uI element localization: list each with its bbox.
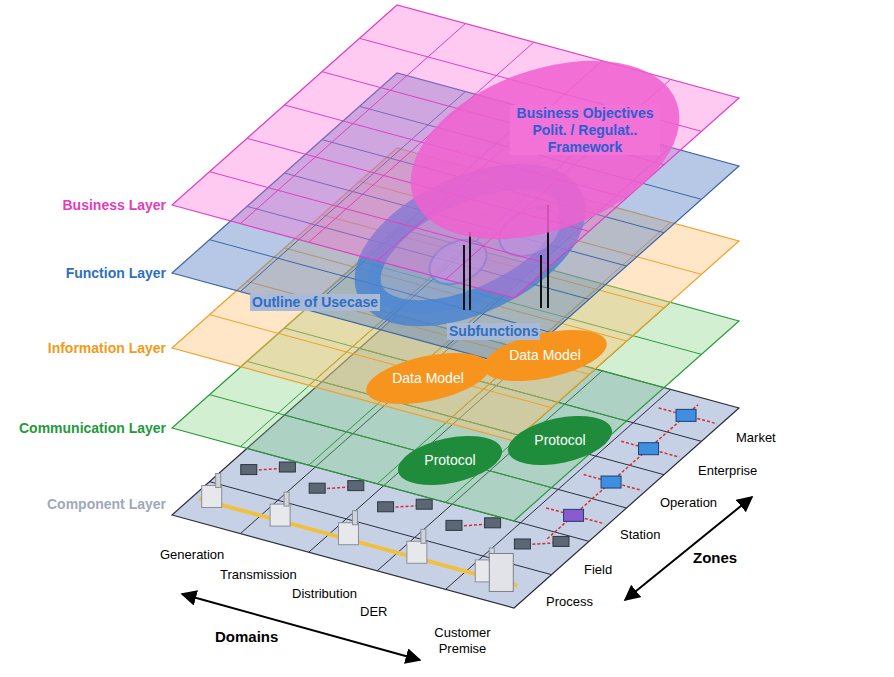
plant-chimney [284,492,289,506]
premise-building [489,553,513,591]
field-device [514,539,530,549]
ellipse-shape [362,343,495,413]
ellipse-shape [503,407,616,473]
zone-device [564,509,584,521]
domains-axis [182,594,420,660]
plant-building [202,486,222,508]
zone-device [601,476,621,488]
field-device [279,462,295,472]
domain-label: DER [360,604,387,620]
plant-chimney [352,511,357,525]
field-device [241,465,257,475]
ellipse-label: Protocol [424,452,475,469]
layer-label: Business Layer [63,197,167,214]
ellipse-label: Data Model [509,347,581,364]
mapping-line [469,232,471,310]
field-device [446,520,462,530]
objectives-shape [386,27,704,273]
axes [182,497,752,660]
domain-label: Transmission [220,567,297,583]
layer-label: Function Layer [66,265,166,282]
axis-title: Domains [215,628,278,646]
field-device [553,536,569,546]
plant-building [407,541,427,563]
plant-chimney [421,529,426,543]
business-layer-group [172,5,739,298]
field-device [309,483,325,493]
business-plane [172,5,739,298]
layer-ellipse: Protocol [506,417,614,464]
layer-label: Communication Layer [19,420,166,437]
zone-label: Process [546,594,593,610]
zone-label: Field [584,562,612,578]
domain-label: Customer Premise [425,625,500,656]
zone-link [584,475,642,491]
domain-label: Generation [160,547,224,563]
objective-text: Business Objectives Polit. / Regulat.. F… [510,105,660,155]
usecase-label: Outline of Usecase [250,294,380,311]
domain-label: Distribution [292,586,357,602]
power-line [199,499,517,585]
axis-title: Zones [693,549,737,567]
layer-ellipse: Data Model [364,355,492,402]
zone-link [546,508,604,524]
plant-chimney [216,474,221,488]
layer-ellipse: Protocol [396,437,504,484]
zone-label: Enterprise [698,463,757,479]
field-device [378,502,394,512]
mapping-line [540,255,542,308]
layer-label: Information Layer [48,340,166,357]
field-device [485,518,501,528]
zone-label: Market [736,430,776,446]
layer-label: Component Layer [47,496,166,513]
zone-label: Station [620,527,660,543]
plant-building [338,523,358,545]
ellipse-label: Data Model [392,370,464,387]
ellipse-shape [393,427,506,493]
mapping-line [463,245,465,310]
zone-device [639,443,659,455]
field-device [348,481,364,491]
zone-label: Operation [660,495,717,511]
zones-axis [625,497,752,600]
ellipse-label: Protocol [534,432,585,449]
zone-link [621,441,679,457]
objectives-ellipse: Business Objectives Polit. / Regulat.. F… [400,65,700,245]
zone-link [659,408,717,424]
field-device [416,499,432,509]
subfunction-label: Subfunctions [447,323,540,340]
zone-device [676,409,696,421]
plant-building [270,504,290,526]
